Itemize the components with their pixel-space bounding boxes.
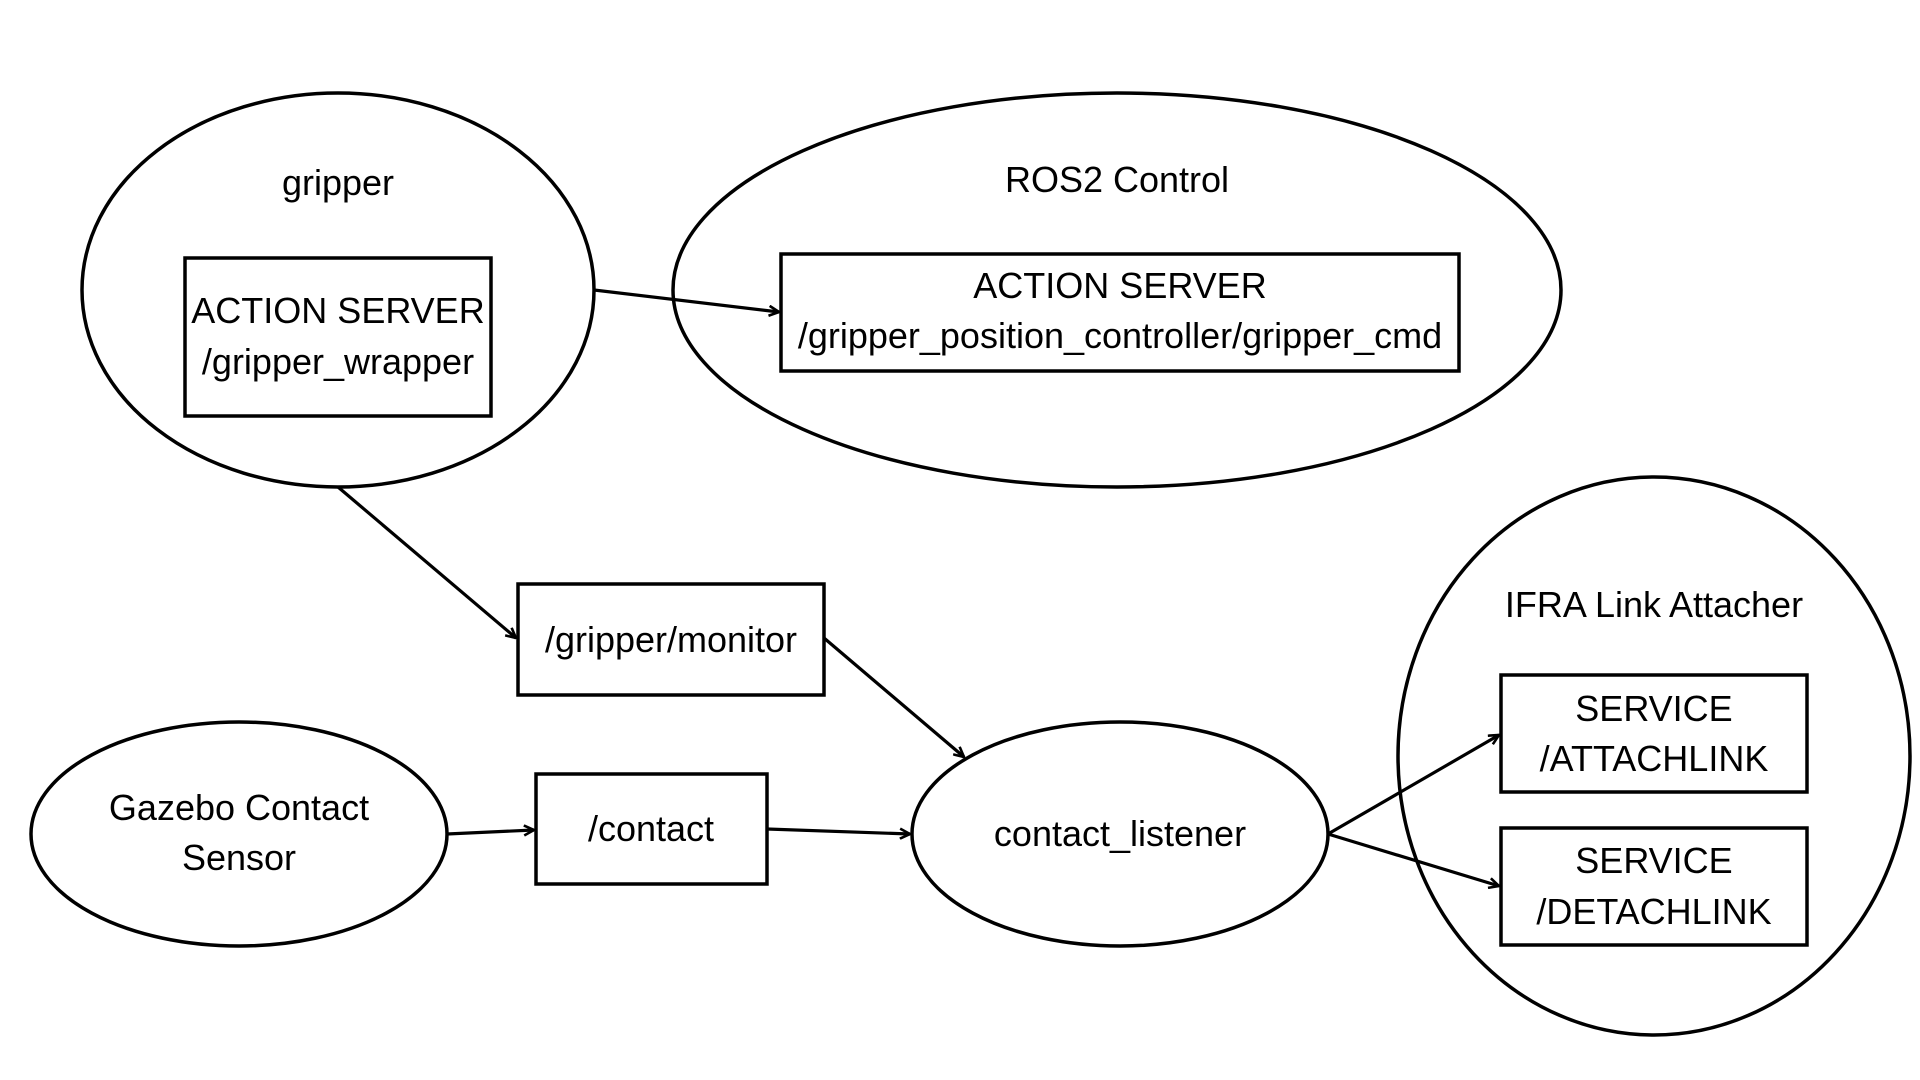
edge-gripper-monitor-to-contact-listener	[822, 636, 964, 757]
edges	[336, 288, 1499, 886]
action-server-wrapper-line1: ACTION SERVER	[191, 290, 484, 331]
edge-contact-listener-to-detachlink	[1327, 832, 1499, 886]
action-server-cmd-box: ACTION SERVER /gripper_position_controll…	[779, 252, 1461, 373]
action-server-wrapper-rect	[183, 256, 493, 418]
contact-listener-label: contact_listener	[994, 813, 1246, 854]
contact-topic-label: /contact	[588, 808, 714, 849]
gazebo-contact-sensor-node: Gazebo Contact Sensor	[29, 720, 449, 948]
gripper-label: gripper	[282, 162, 394, 203]
gripper-monitor-box: /gripper/monitor	[516, 582, 826, 697]
ifra-link-attacher-ellipse	[1396, 475, 1912, 1037]
gripper-monitor-label: /gripper/monitor	[545, 619, 797, 660]
gazebo-contact-sensor-line1: Gazebo Contact	[109, 787, 369, 828]
ros2-control-node: ROS2 Control	[671, 91, 1563, 489]
ifra-link-attacher-label: IFRA Link Attacher	[1505, 584, 1803, 625]
edge-gripper-to-gripper-monitor	[336, 485, 516, 638]
service-attachlink-box: SERVICE /ATTACHLINK	[1499, 673, 1809, 794]
edge-gazebo-to-contact-topic	[446, 830, 534, 834]
service-detachlink-line1: SERVICE	[1575, 840, 1732, 881]
ifra-link-attacher-node: IFRA Link Attacher	[1396, 475, 1912, 1037]
action-server-wrapper-line2: /gripper_wrapper	[202, 341, 474, 382]
gazebo-contact-sensor-line2: Sensor	[182, 837, 296, 878]
gazebo-contact-sensor-ellipse	[29, 720, 449, 948]
action-server-cmd-line2: /gripper_position_controller/gripper_cmd	[798, 315, 1442, 356]
service-attachlink-line2: /ATTACHLINK	[1540, 738, 1769, 779]
contact-listener-node: contact_listener	[910, 720, 1330, 948]
service-attachlink-line1: SERVICE	[1575, 688, 1732, 729]
action-server-wrapper-box: ACTION SERVER /gripper_wrapper	[183, 256, 493, 418]
service-detachlink-line2: /DETACHLINK	[1536, 891, 1771, 932]
edge-contact-listener-to-attachlink	[1327, 735, 1499, 836]
edge-contact-topic-to-contact-listener	[766, 827, 910, 834]
service-attachlink-rect	[1499, 673, 1809, 794]
contact-topic-box: /contact	[534, 772, 769, 886]
ros2-control-ellipse	[671, 91, 1563, 489]
action-server-cmd-line1: ACTION SERVER	[973, 265, 1266, 306]
ros2-control-label: ROS2 Control	[1005, 159, 1229, 200]
edge-gripper-to-action-server-cmd	[593, 288, 779, 312]
service-detachlink-box: SERVICE /DETACHLINK	[1499, 826, 1809, 947]
action-server-cmd-rect	[779, 252, 1461, 373]
